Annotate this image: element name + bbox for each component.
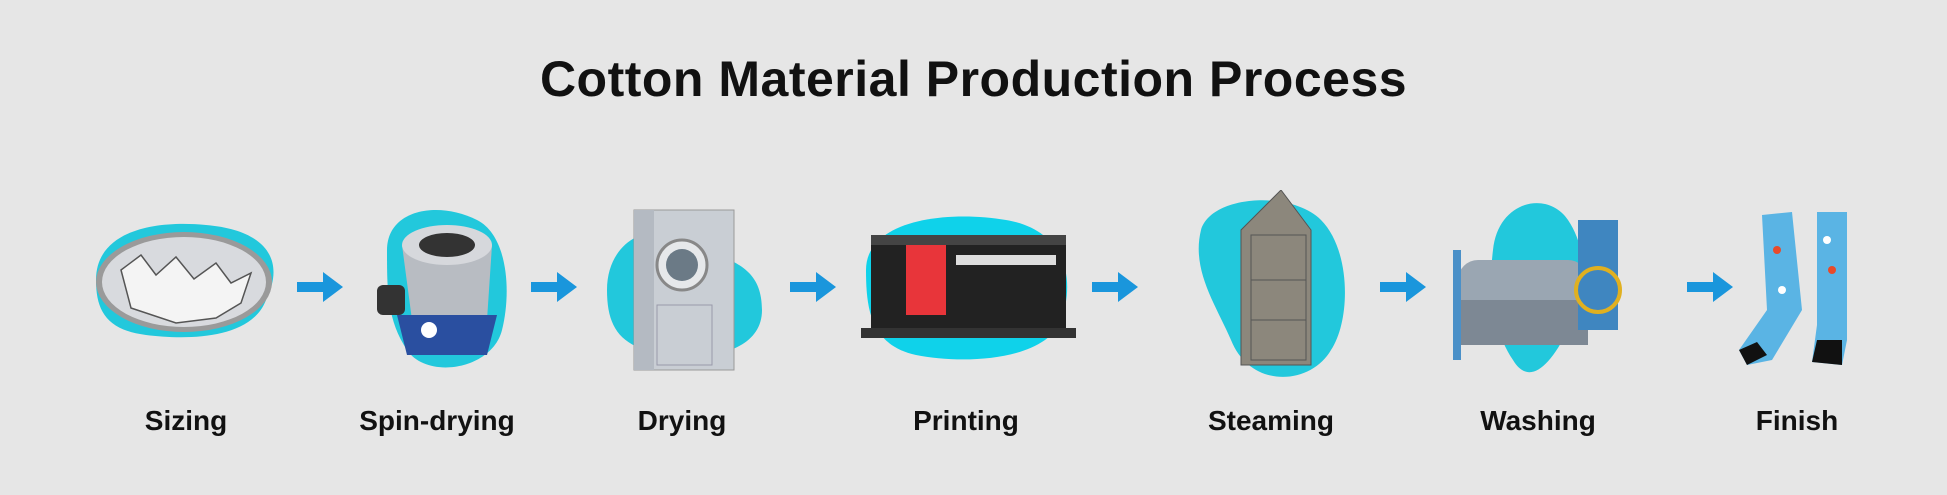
step-label: Sizing xyxy=(144,405,228,436)
step-finish: Finish xyxy=(1677,190,1917,460)
step-label: Drying xyxy=(637,405,727,436)
sizing-tub-icon xyxy=(96,223,274,338)
step-label: Finish xyxy=(1755,405,1839,436)
arrow-right-icon xyxy=(531,272,577,302)
arrow-right-icon xyxy=(297,272,343,302)
socks-icon xyxy=(1739,212,1847,365)
step-washing: Washing xyxy=(1418,190,1658,460)
step-label: Printing xyxy=(913,405,1019,436)
step-drying: Drying xyxy=(562,190,802,460)
step-label: Spin-drying xyxy=(359,405,515,436)
spin-dryer-icon xyxy=(377,210,507,368)
arrow-right-icon xyxy=(1092,272,1138,302)
arrow-right-icon xyxy=(1380,272,1426,302)
step-label: Steaming xyxy=(1207,405,1335,436)
arrow-right-icon xyxy=(790,272,836,302)
step-label: Washing xyxy=(1480,405,1596,436)
step-spin-drying: Spin-drying xyxy=(317,190,557,460)
arrow-right-icon xyxy=(1687,272,1733,302)
step-steaming: Steaming xyxy=(1151,190,1391,460)
step-sizing: Sizing xyxy=(66,190,306,460)
page-title: Cotton Material Production Process xyxy=(539,51,1408,107)
step-printing: Printing xyxy=(846,190,1086,460)
washing-machine-icon xyxy=(1453,203,1622,373)
dryer-machine-icon xyxy=(607,209,762,371)
printer-machine-icon xyxy=(861,216,1076,360)
steamer-cabinet-icon xyxy=(1198,190,1345,377)
